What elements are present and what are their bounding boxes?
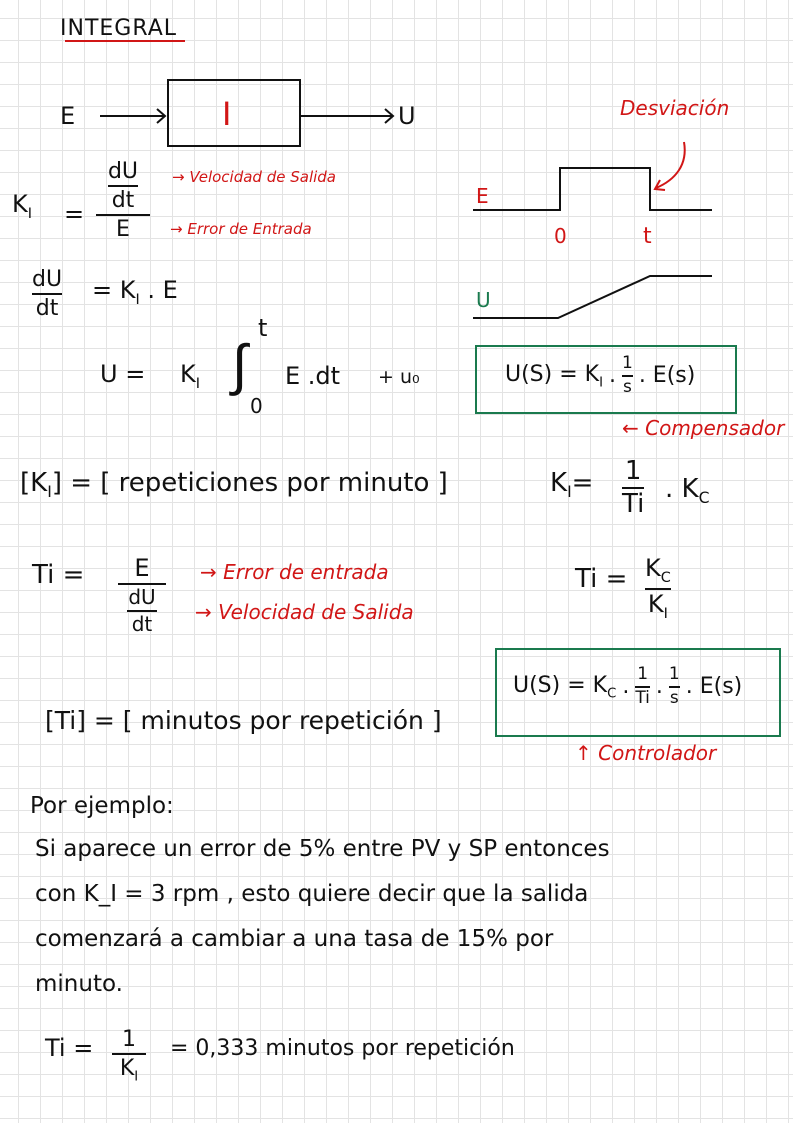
- units-ki-rhs: ] = [ repeticiones por minuto ]: [51, 468, 448, 498]
- box1-lhs: U(S) = K: [505, 361, 600, 387]
- kikc-tail: . K: [665, 474, 699, 504]
- tikc-num: K: [645, 554, 661, 582]
- box2-d2: s: [669, 687, 679, 708]
- deviation-label: Desviación: [620, 96, 730, 120]
- frac-num-top: dU: [107, 159, 139, 184]
- frac-num-bot: dt: [111, 188, 135, 214]
- integral-lhs: U =: [100, 360, 146, 388]
- ti-num: E: [134, 554, 150, 582]
- deriv-num: dU: [32, 267, 63, 292]
- kikc-lhs: K: [550, 468, 568, 498]
- deriv-tail: . E: [147, 276, 178, 304]
- tikc-num-sub: C: [660, 569, 671, 586]
- kikc-eq: =: [571, 468, 594, 498]
- compensator-box: U(S) = KI . 1 s . E(s): [475, 345, 737, 414]
- final-den: K: [119, 1056, 135, 1082]
- ki-lhs: K: [12, 190, 28, 218]
- output-signal: [473, 275, 712, 319]
- integral-block: [167, 79, 301, 147]
- kikc-den: Ti: [622, 489, 645, 520]
- example-line: comenzará a cambiar a una tasa de 15% po…: [35, 926, 554, 952]
- box2-n1: 1: [637, 664, 649, 684]
- units-ti: [Ti] = [ minutos por repetición ]: [45, 706, 442, 735]
- tikc-fraction: KC KI: [645, 554, 671, 622]
- final-num: 1: [122, 1027, 136, 1052]
- label-velocity: → Velocidad de Salida: [172, 168, 336, 186]
- ti-lhs: Ti =: [32, 560, 85, 590]
- error-signal: [473, 167, 712, 211]
- output-arrow: [300, 108, 395, 124]
- ki-sub: I: [27, 205, 32, 222]
- input-arrow: [100, 108, 167, 124]
- frac-den: E: [116, 217, 130, 243]
- box2-sub: C: [607, 686, 617, 702]
- example-line: minuto.: [35, 971, 123, 997]
- kikc-sub: I: [567, 483, 572, 502]
- integral-tail: + u₀: [378, 366, 420, 388]
- box2-dot1: .: [622, 674, 630, 700]
- box2-tail: . E(s): [685, 674, 743, 700]
- final-rhs: = 0,333 minutos por repetición: [170, 1036, 515, 1061]
- deriv-sub: I: [135, 291, 140, 308]
- box2-dot2: .: [655, 674, 663, 700]
- integral-k: K: [180, 360, 196, 388]
- ti-label-velocity: → Velocidad de Salida: [195, 600, 414, 624]
- label-error: → Error de Entrada: [170, 220, 312, 238]
- deriv-rhs: = K: [92, 276, 136, 304]
- box1-sub: I: [599, 375, 603, 391]
- graph-tick-t: t: [643, 224, 652, 249]
- final-lhs: Ti =: [45, 1034, 94, 1062]
- title-underline: [65, 40, 185, 42]
- tikc-lhs: Ti =: [575, 564, 628, 594]
- box2-n2: 1: [668, 664, 680, 684]
- ki-eq: =: [64, 200, 85, 228]
- final-fraction: 1 KI: [112, 1028, 146, 1084]
- integral-body: E .dt: [285, 362, 341, 390]
- box2-d1: Ti: [635, 687, 650, 708]
- units-ki-lhs: [K: [20, 468, 48, 498]
- integral-sign: ∫: [232, 333, 248, 398]
- tikc-den: K: [647, 589, 664, 618]
- graph-u-label: U: [476, 288, 491, 312]
- box1-num: 1: [621, 353, 633, 373]
- integral-lower: 0: [250, 394, 263, 418]
- block-label: I: [222, 95, 232, 133]
- kikc-tail-sub: C: [698, 489, 710, 508]
- compensator-caption: ← Compensador: [622, 416, 785, 440]
- final-den-sub: I: [134, 1069, 139, 1085]
- controller-caption: ↑ Controlador: [575, 741, 717, 765]
- integral-sub: I: [195, 375, 200, 392]
- block-output: U: [398, 102, 416, 130]
- box1-dot: .: [608, 363, 616, 389]
- tikc-den-sub: I: [663, 605, 668, 622]
- graph-e-label: E: [476, 184, 489, 208]
- integral-upper: t: [258, 314, 268, 342]
- deviation-arrow: [653, 141, 686, 191]
- kikc-num: 1: [624, 456, 642, 486]
- block-input: E: [60, 102, 76, 130]
- ki-fraction: dU dt E: [96, 160, 150, 241]
- deriv-den: dt: [35, 296, 59, 322]
- box1-tail: . E(s): [638, 363, 696, 389]
- ti-den-num: dU: [128, 585, 156, 610]
- deriv-fraction: dU dt: [32, 267, 63, 322]
- box1-den: s: [622, 376, 632, 397]
- ti-den-den: dt: [131, 612, 153, 637]
- example-line: Si aparece un error de 5% entre PV y SP …: [35, 836, 610, 862]
- box2-lhs: U(S) = K: [513, 672, 608, 698]
- example-line: con K_I = 3 rpm , esto quiere decir que …: [35, 881, 589, 907]
- ti-fraction: E dU dt: [118, 554, 166, 637]
- units-ki-sub: I: [47, 483, 52, 502]
- page-title: INTEGRAL: [60, 16, 178, 41]
- graph-tick-0: 0: [554, 224, 567, 248]
- example-heading: Por ejemplo:: [30, 793, 174, 819]
- ti-label-error: → Error de entrada: [200, 560, 389, 584]
